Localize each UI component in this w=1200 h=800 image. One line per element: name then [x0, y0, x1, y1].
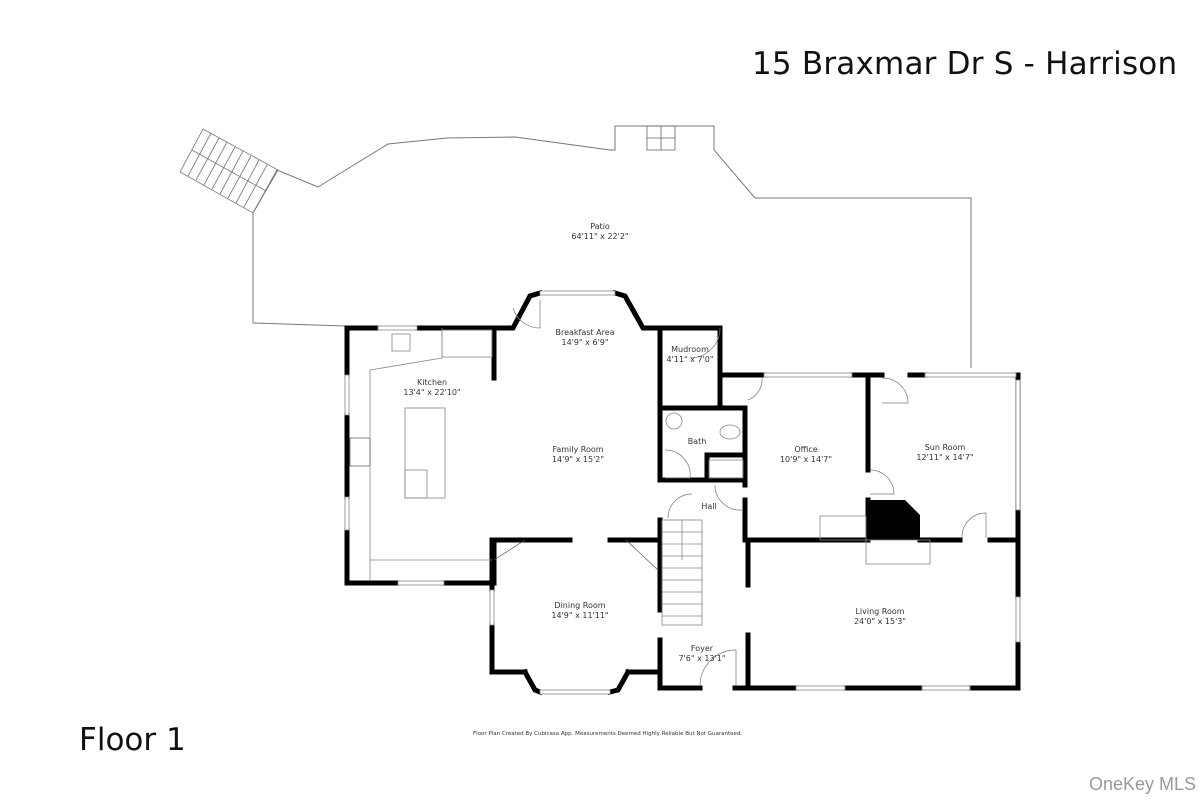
room-label-living-room: Living Room 24'0" x 15'3": [853, 607, 907, 626]
room-label-bath: Bath: [687, 437, 707, 446]
kitchen-fixtures: [349, 328, 493, 580]
address-title: 15 Braxmar Dr S - Harrison: [752, 46, 1178, 82]
watermark: OneKey MLS: [1088, 774, 1196, 794]
room-label-hall: Hall: [701, 502, 717, 511]
credit-note: Floor Plan Created By Cubicasa App. Meas…: [473, 731, 743, 737]
room-label-office: Office 10'9" x 14'7": [779, 445, 833, 464]
doors: [512, 300, 987, 687]
interior-stairs: [661, 519, 703, 626]
room-label-kitchen: Kitchen 13'4" x 22'10": [403, 378, 461, 397]
room-label-foyer: Foyer 7'6" x 13'1": [678, 644, 726, 663]
patio-stairs: [179, 128, 279, 214]
hearth: [865, 539, 931, 565]
room-label-mudroom: Mudroom 4'11" x 7'0": [666, 345, 714, 364]
windows: [344, 290, 1021, 695]
room-label-dining-room: Dining Room 14'9" x 11'11": [551, 601, 609, 620]
patio-outline: [252, 125, 972, 368]
office-desk: [819, 515, 867, 541]
grill-icon: [646, 125, 676, 151]
room-label-family-room: Family Room 14'9" x 15'2": [551, 445, 605, 464]
floor-label: Floor 1: [79, 722, 186, 758]
room-label-breakfast-area: Breakfast Area 14'9" x 6'9": [555, 328, 615, 347]
room-label-patio: Patio 64'11" x 22'2": [571, 222, 629, 241]
bath-fixtures: [665, 412, 744, 479]
room-label-sun-room: Sun Room 12'11" x 14'7": [916, 443, 974, 462]
